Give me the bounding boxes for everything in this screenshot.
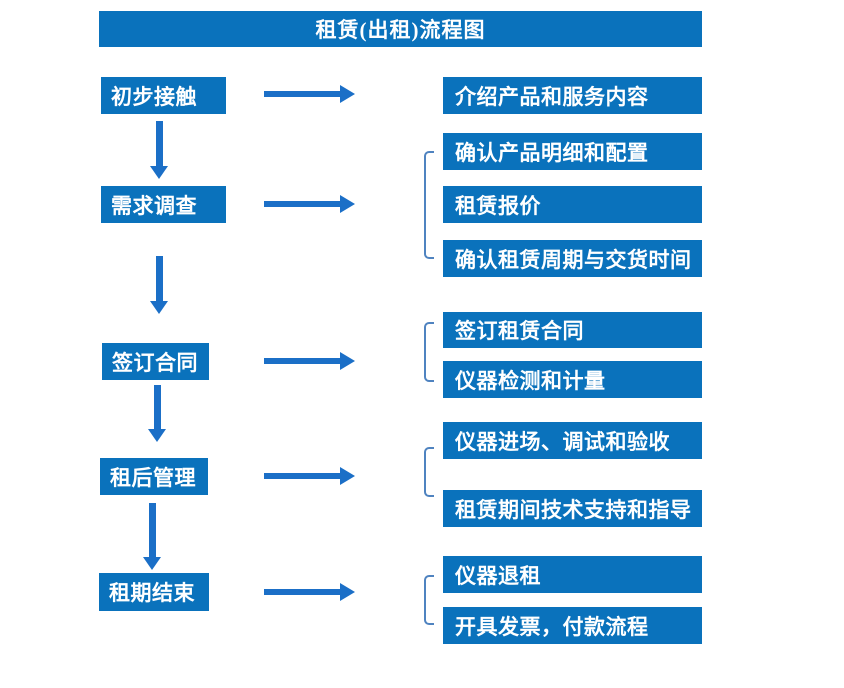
step-box-initial-contact: 初步接触 — [101, 77, 226, 114]
down-arrow-3 — [148, 385, 166, 442]
right-arrow-sign-contract — [264, 352, 355, 370]
output-box-instrument-testing-metrology: 仪器检测和计量 — [443, 361, 702, 398]
step-box-post-rental-management: 租后管理 — [100, 458, 208, 495]
title-bar: 租赁(出租)流程图 — [99, 11, 702, 47]
arrow-head — [143, 557, 161, 570]
group-bracket-demand-survey — [424, 151, 434, 259]
output-box-confirm-product-details: 确认产品明细和配置 — [443, 133, 702, 170]
right-arrow-post-rental — [264, 467, 355, 485]
arrow-head — [340, 467, 355, 485]
arrow-shaft — [148, 503, 156, 557]
arrow-shaft — [264, 358, 340, 364]
down-arrow-2 — [150, 256, 168, 314]
arrow-head — [148, 429, 166, 442]
arrow-head — [150, 166, 168, 179]
right-arrow-demand-survey — [264, 195, 355, 213]
output-box-instrument-return: 仪器退租 — [443, 556, 702, 593]
down-arrow-1 — [150, 121, 168, 179]
group-bracket-rental-end — [424, 575, 434, 625]
step-box-sign-contract: 签订合同 — [102, 343, 209, 380]
output-box-introduce-products-services: 介绍产品和服务内容 — [443, 77, 702, 114]
arrow-shaft — [264, 473, 340, 479]
arrow-shaft — [264, 589, 340, 595]
arrow-head — [340, 352, 355, 370]
output-box-rental-tech-support: 租赁期间技术支持和指导 — [443, 490, 702, 527]
arrow-shaft — [264, 201, 340, 207]
flowchart-title: 租赁(出租)流程图 — [315, 18, 486, 42]
arrow-shaft — [264, 91, 340, 97]
step-box-rental-period-end: 租期结束 — [99, 573, 209, 611]
arrow-shaft — [155, 121, 163, 166]
arrow-head — [340, 195, 355, 213]
output-box-sign-rental-contract: 签订租赁合同 — [443, 312, 702, 348]
step-box-demand-survey: 需求调查 — [101, 186, 226, 223]
output-box-rental-quote: 租赁报价 — [443, 186, 702, 223]
down-arrow-4 — [143, 503, 161, 570]
group-bracket-post-rental — [424, 447, 434, 497]
arrow-head — [340, 583, 355, 601]
arrow-head — [150, 301, 168, 314]
right-arrow-initial-contact — [264, 85, 355, 103]
output-box-invoice-payment-process: 开具发票，付款流程 — [443, 607, 702, 644]
right-arrow-rental-end — [264, 583, 355, 601]
arrow-shaft — [155, 256, 163, 301]
arrow-head — [340, 85, 355, 103]
output-box-instrument-setup-acceptance: 仪器进场、调试和验收 — [443, 422, 702, 459]
group-bracket-sign-contract — [424, 322, 434, 382]
output-box-confirm-rental-period-delivery: 确认租赁周期与交货时间 — [443, 240, 702, 277]
arrow-shaft — [153, 385, 161, 429]
